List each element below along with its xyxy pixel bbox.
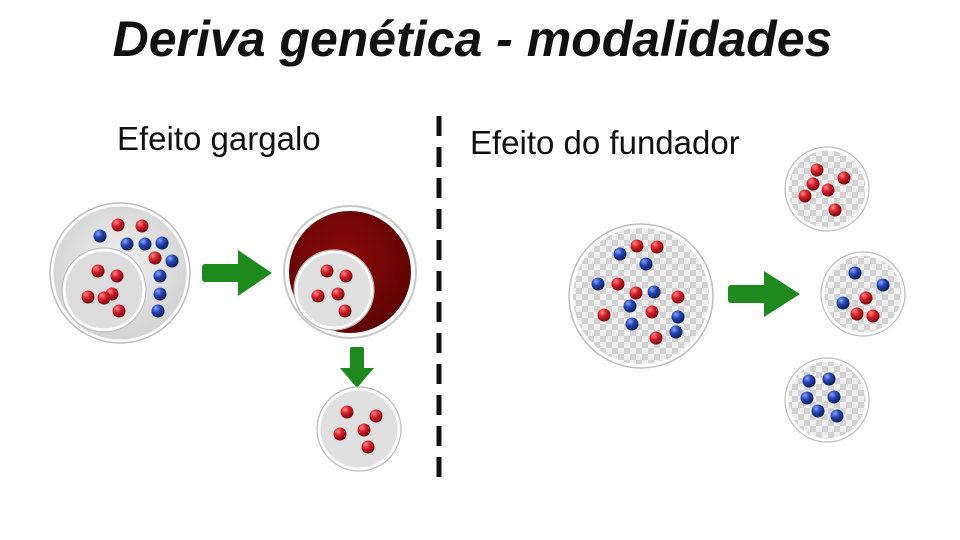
founder-population-top xyxy=(784,146,870,232)
founder-population-bottom xyxy=(784,357,870,443)
arrow-down-icon xyxy=(340,347,374,388)
founder-population-middle xyxy=(820,251,906,337)
bottleneck-effect-label: Efeito gargalo xyxy=(117,120,321,157)
source-population xyxy=(568,223,714,369)
slide-title: Deriva genética - modalidades xyxy=(112,11,833,67)
original-population-alleles xyxy=(81,218,179,318)
arrow-right-icon xyxy=(728,271,800,317)
arrow-right-icon xyxy=(202,250,272,296)
bottleneck-alleles xyxy=(311,264,353,318)
surviving-population xyxy=(316,386,402,472)
founder-effect-label: Efeito do fundador xyxy=(470,124,740,161)
